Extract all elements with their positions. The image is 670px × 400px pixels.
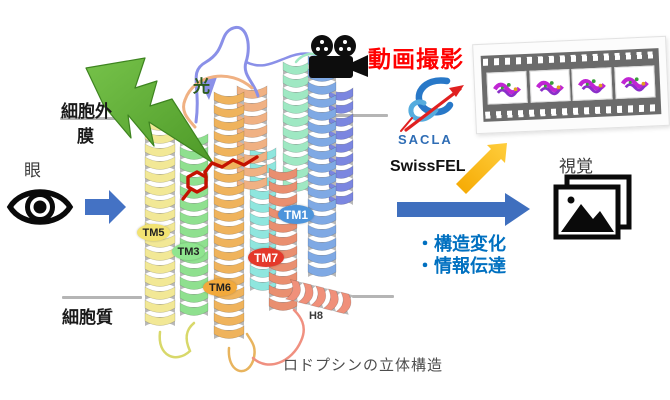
label-membrane: 膜 bbox=[77, 127, 94, 146]
movie-camera-icon bbox=[309, 35, 368, 78]
label-swissfel: SwissFEL bbox=[390, 158, 466, 175]
sacla-logo-icon bbox=[400, 77, 464, 132]
film-strip bbox=[472, 35, 670, 135]
helix-label-TM1: TM1 bbox=[278, 205, 314, 224]
label-sacla: SACLA bbox=[398, 132, 453, 147]
film-frame bbox=[486, 70, 528, 105]
label-bullet-signal-transmission: ・情報伝達 bbox=[416, 256, 506, 276]
membrane-line-extracellular-left bbox=[60, 117, 128, 120]
helix-label-TM5: TM5 bbox=[137, 224, 170, 241]
protein-ribbon-helices bbox=[144, 55, 354, 339]
label-light: 光 bbox=[193, 77, 210, 96]
label-eye: 眼 bbox=[24, 161, 41, 180]
yellow-arrow bbox=[456, 143, 507, 194]
membrane-line-cytoplasm-right bbox=[352, 295, 394, 298]
retinal-molecule bbox=[181, 155, 259, 201]
film-frame bbox=[571, 67, 614, 101]
label-cytoplasm: 細胞質 bbox=[62, 308, 113, 327]
membrane-line-extracellular-right bbox=[321, 114, 388, 117]
eye-icon bbox=[6, 189, 74, 225]
label-bullet-structural-change: ・構造変化 bbox=[416, 234, 506, 254]
helix-label-TM7: TM7 bbox=[248, 248, 284, 267]
label-vision: 視覚 bbox=[559, 157, 593, 176]
label-extracellular: 細胞外 bbox=[61, 102, 112, 121]
protein-helix-h8 bbox=[284, 279, 354, 315]
picture-icon bbox=[553, 174, 632, 240]
helix-label-TM3: TM3 bbox=[172, 243, 205, 260]
film-frame bbox=[614, 65, 656, 100]
helix-label-H8: H8 bbox=[308, 310, 324, 322]
film-frame bbox=[528, 69, 571, 103]
membrane-line-cytoplasm-left bbox=[62, 296, 142, 299]
helix-label-TM6: TM6 bbox=[203, 279, 237, 296]
label-video-recording: 動画撮影 bbox=[368, 46, 464, 72]
result-arrow bbox=[397, 193, 530, 226]
eye-to-protein-arrow bbox=[85, 190, 126, 224]
figure-caption: ロドプシンの立体構造 bbox=[283, 357, 444, 374]
